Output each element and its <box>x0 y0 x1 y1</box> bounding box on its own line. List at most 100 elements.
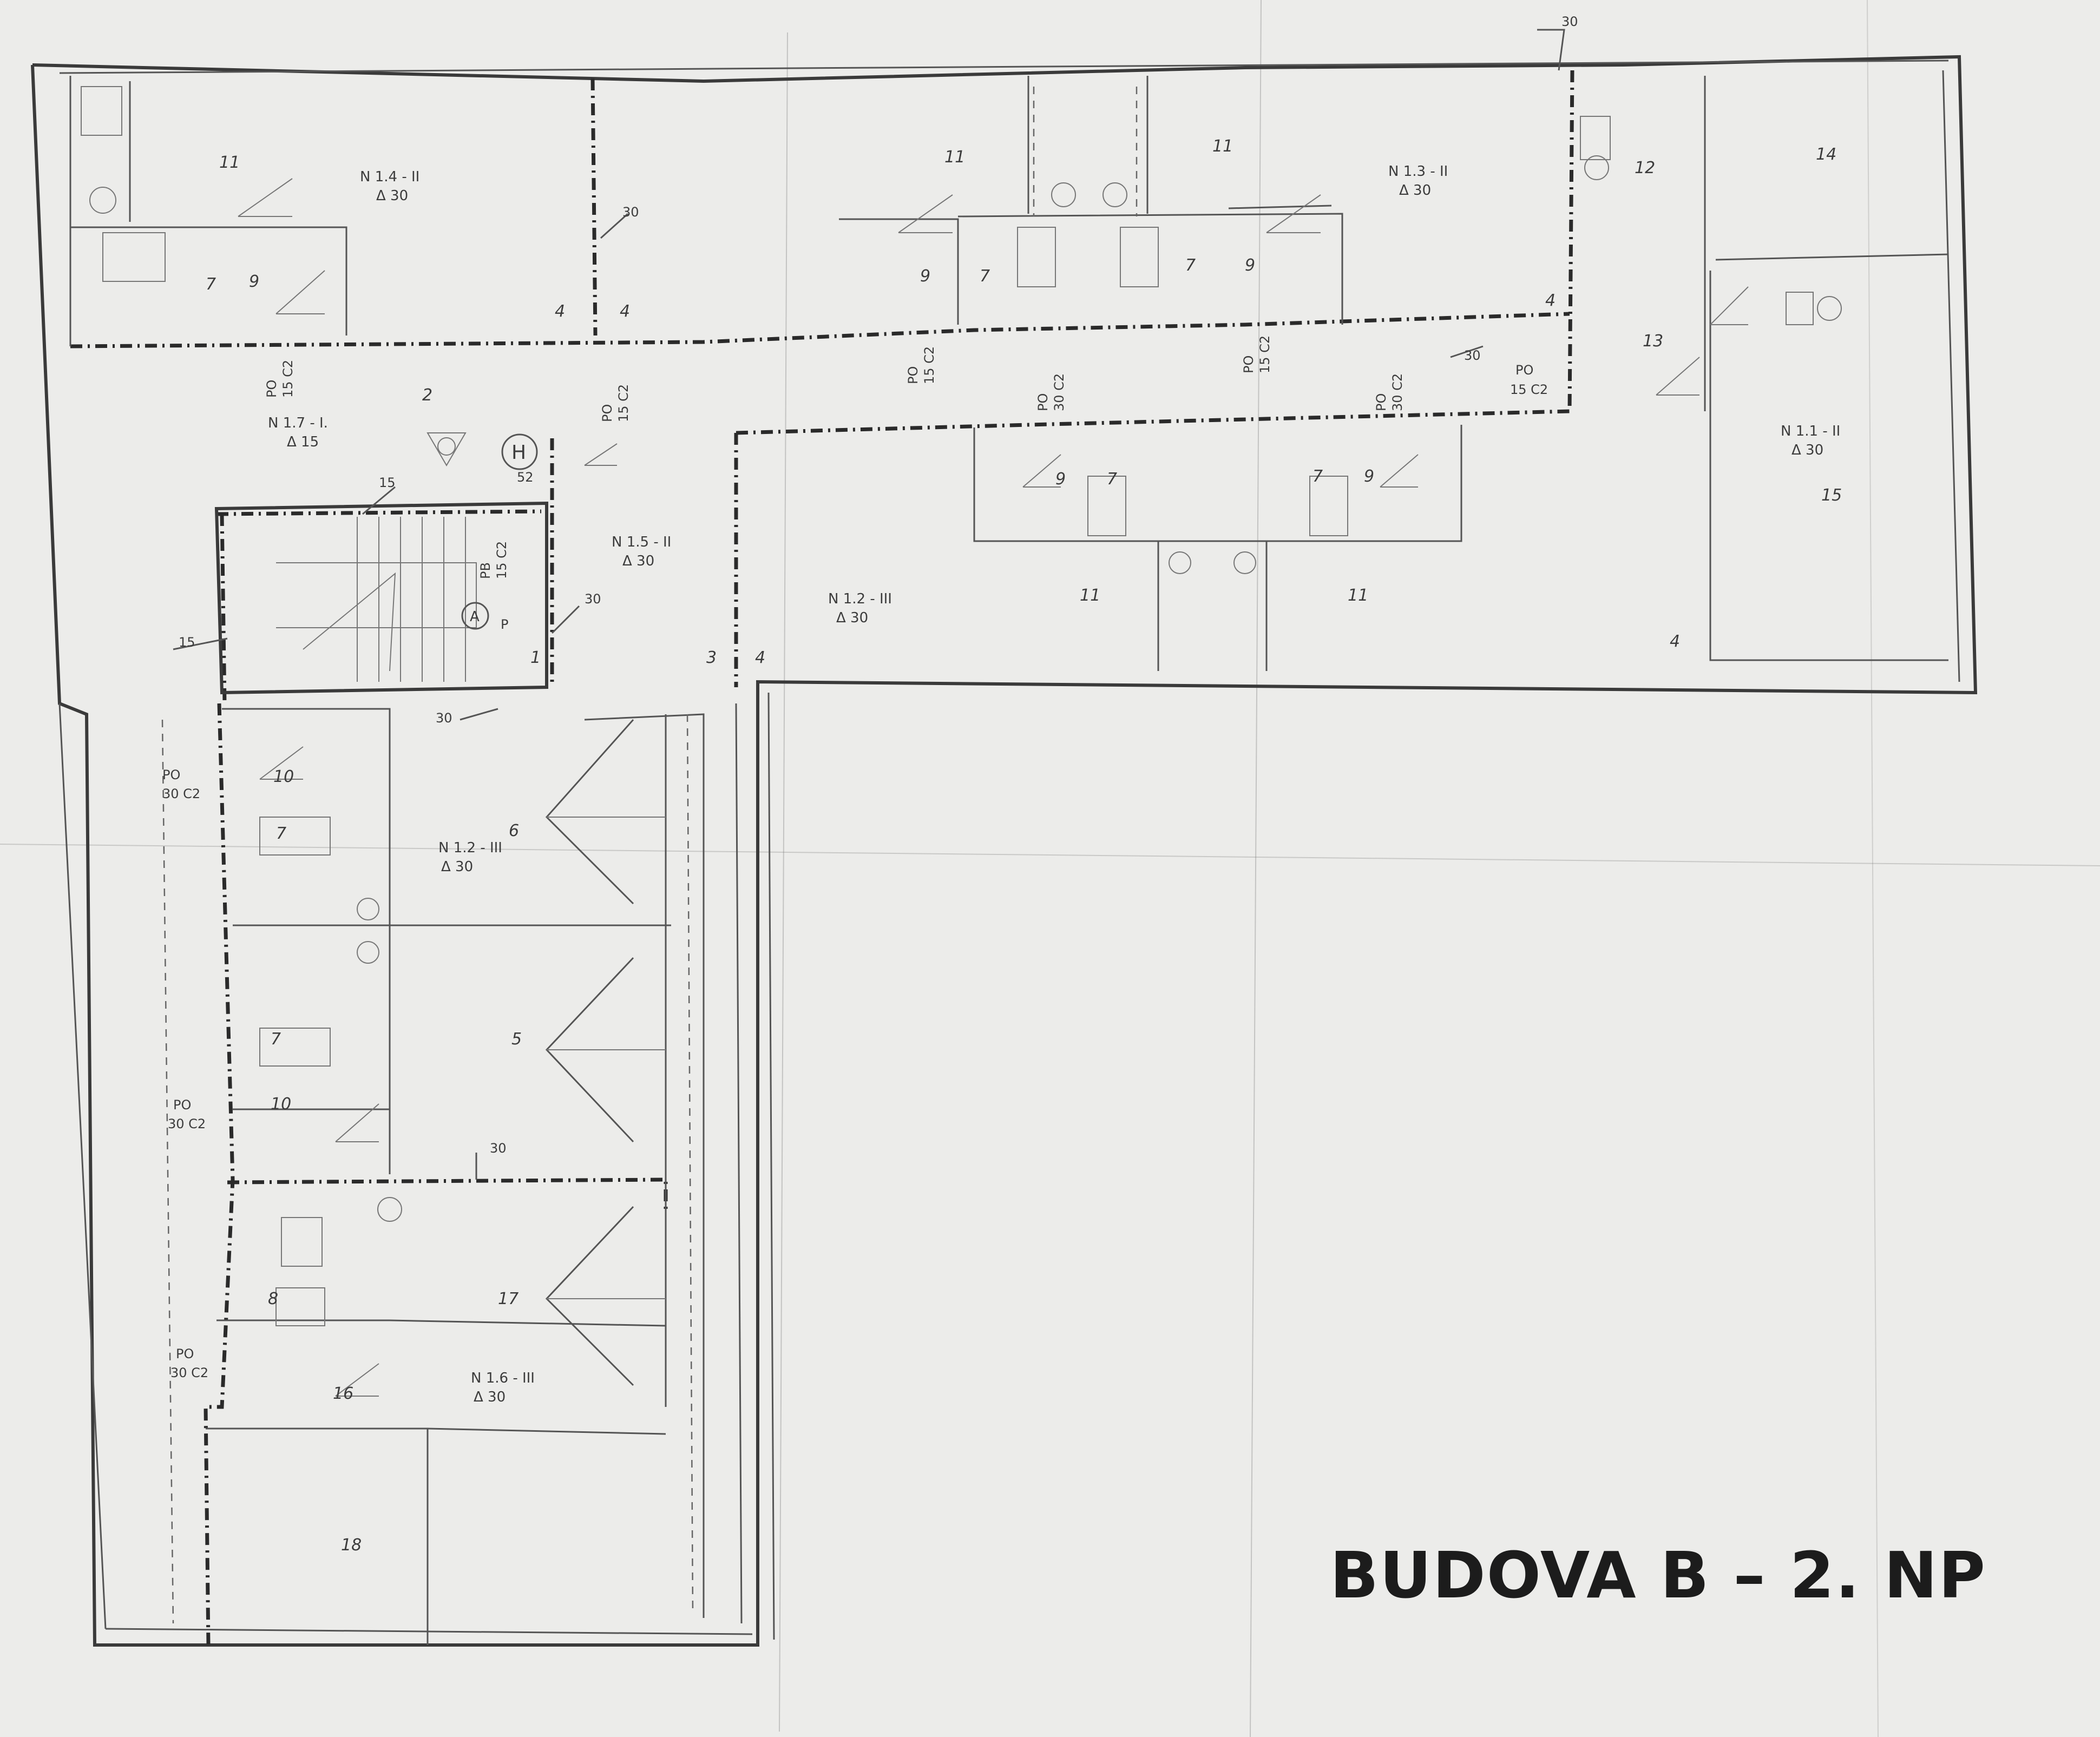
svg-text:15 C2: 15 C2 <box>616 384 631 422</box>
alarm-subscript: P <box>501 617 508 632</box>
svg-text:15 C2: 15 C2 <box>1257 335 1272 373</box>
room-number: 7 <box>980 267 990 286</box>
room-number: 4 <box>1545 291 1556 310</box>
plan-symbols: H 52 A P <box>461 433 538 632</box>
svg-text:PO: PO <box>176 1346 194 1361</box>
room-number: 5 <box>511 1030 522 1049</box>
room-number: 14 <box>1816 145 1836 164</box>
fire-rating-f9: PO 30 C2 <box>162 767 200 801</box>
fire-ratings: PO 15 C2 PO 15 C2 PO 30 C2 PO 15 C2 PO 3… <box>162 335 1548 1380</box>
fire-walls <box>70 70 1574 1646</box>
bay-windows <box>545 719 666 1386</box>
room-number: 1 <box>530 648 541 667</box>
svg-text:PB: PB <box>478 562 493 579</box>
svg-text:30 C2: 30 C2 <box>1390 373 1405 411</box>
zone-delta-n17: Δ 15 <box>287 434 319 450</box>
zone-label-n16: N 1.6 - III <box>471 1370 535 1386</box>
room-number: 7 <box>1312 467 1323 486</box>
svg-text:30 C2: 30 C2 <box>162 786 200 801</box>
fire-rating-f8: PB 15 C2 <box>478 541 509 579</box>
zone-label-n12: N 1.2 - III <box>828 591 892 607</box>
room-number: 7 <box>206 275 216 294</box>
wall-tag: 30 <box>1561 14 1578 29</box>
room-numbers: 11 11 11 11 11 7 9 4 4 9 7 7 9 4 12 13 1… <box>206 137 1842 1555</box>
room-number: 10 <box>273 767 294 786</box>
zone-label-n14: N 1.4 - II <box>360 169 419 185</box>
svg-text:PO: PO <box>173 1097 191 1113</box>
wall-tag: 30 <box>585 591 601 607</box>
svg-text:15 C2: 15 C2 <box>280 360 296 398</box>
room-number: 11 <box>1212 137 1233 156</box>
fire-rating-f10: PO 30 C2 <box>168 1097 206 1131</box>
room-number: 13 <box>1643 332 1663 351</box>
room-number: 3 <box>706 648 717 667</box>
wall-tag-leaders <box>173 29 1565 1180</box>
svg-text:PO: PO <box>264 380 279 398</box>
door-swings <box>238 178 1749 1397</box>
outer-walls <box>31 55 1978 1647</box>
zone-label-n17: N 1.7 - I. <box>268 415 328 431</box>
svg-text:PO: PO <box>1374 393 1389 411</box>
room-number: 7 <box>276 824 286 843</box>
wall-tag: 30 <box>1464 348 1481 363</box>
wall-tag: 15 <box>379 475 396 490</box>
room-number: 9 <box>249 272 259 291</box>
svg-text:PO: PO <box>1035 393 1051 411</box>
zone-delta-n15: Δ 30 <box>622 553 654 569</box>
svg-text:PO: PO <box>162 767 180 782</box>
svg-text:15 C2: 15 C2 <box>494 541 509 579</box>
room-number: 7 <box>271 1030 281 1049</box>
svg-text:PO: PO <box>600 404 615 422</box>
room-number: 11 <box>1348 586 1368 605</box>
room-number: 9 <box>920 267 930 286</box>
fire-rating-f3: PO 30 C2 <box>1035 373 1067 411</box>
fire-rating-f1: PO 15 C2 <box>264 360 296 398</box>
room-number: 7 <box>1107 470 1117 489</box>
wall-tag: 30 <box>436 710 452 726</box>
svg-text:15 C2: 15 C2 <box>1510 382 1548 397</box>
svg-text:15 C2: 15 C2 <box>922 346 937 384</box>
alarm-symbol <box>461 602 489 630</box>
room-number: 7 <box>1185 256 1196 275</box>
room-number: 4 <box>555 302 565 321</box>
zone-delta-n12: Δ 30 <box>836 610 868 626</box>
fire-rating-f5: PO 30 C2 <box>1374 373 1405 411</box>
zone-label-n15: N 1.5 - II <box>612 534 671 550</box>
fire-rating-f2: PO 15 C2 <box>600 384 631 422</box>
svg-text:30 C2: 30 C2 <box>170 1365 208 1380</box>
room-number: 11 <box>219 153 240 172</box>
zone-delta-n12b: Δ 30 <box>441 859 473 875</box>
zone-label-n11: N 1.1 - II <box>1781 423 1840 439</box>
svg-text:PO: PO <box>1515 363 1533 378</box>
fire-rating-f11: PO 30 C2 <box>170 1346 208 1380</box>
zone-delta-n11: Δ 30 <box>1791 442 1823 458</box>
hydrant-letter: H <box>511 442 526 464</box>
room-number: 16 <box>333 1384 353 1403</box>
zone-label-n13: N 1.3 - II <box>1388 163 1448 180</box>
fire-rating-f7: PO 15 C2 <box>1510 363 1548 397</box>
alarm-letter: A <box>470 609 480 625</box>
room-number: 15 <box>1821 486 1842 505</box>
zone-labels: N 1.4 - II Δ 30 N 1.3 - II Δ 30 N 1.1 - … <box>268 163 1840 1405</box>
wall-tag: 30 <box>622 205 639 220</box>
svg-text:30 C2: 30 C2 <box>168 1116 206 1131</box>
room-number: 12 <box>1635 159 1655 177</box>
room-number: 11 <box>1080 586 1100 605</box>
svg-text:PO: PO <box>905 366 921 384</box>
room-number: 11 <box>944 148 965 167</box>
wall-tags: 30 30 30 15 15 30 30 30 <box>179 14 1578 1156</box>
room-number: 4 <box>755 648 765 667</box>
interior-partitions <box>69 76 1949 1645</box>
room-number: 9 <box>1364 467 1374 486</box>
room-number: 8 <box>268 1289 278 1308</box>
zone-label-n12b: N 1.2 - III <box>438 840 502 856</box>
svg-text:30 C2: 30 C2 <box>1052 373 1067 411</box>
sanitary-fixtures <box>81 86 1842 1326</box>
drawing-caption: BUDOVA B – 2. NP <box>1330 1538 1986 1613</box>
svg-text:PO: PO <box>1241 356 1256 373</box>
fire-rating-f6: PO 15 C2 <box>1241 335 1272 373</box>
fire-rating-f4: PO 15 C2 <box>905 346 937 384</box>
room-number: 10 <box>271 1095 291 1114</box>
